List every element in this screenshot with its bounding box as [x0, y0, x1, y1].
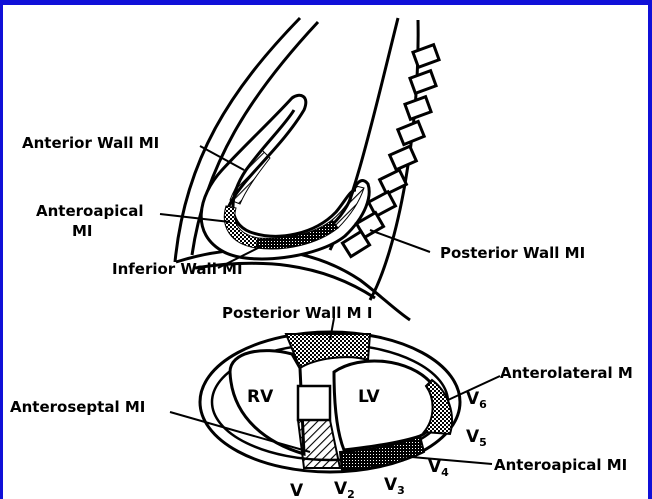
- label-anteroapical-mi-line1: Anteroapical: [36, 202, 144, 220]
- frame-left-bar: [0, 0, 3, 499]
- label-anterolateral-mi: Anterolateral M: [500, 364, 633, 382]
- label-posterior-wall-mi-lower: Posterior Wall M I: [222, 304, 372, 322]
- label-anteroapical-mi-lower: Anteroapical MI: [494, 456, 627, 474]
- leader-posterior-wall: [370, 230, 430, 252]
- label-inferior-wall-mi: Inferior Wall MI: [112, 260, 243, 278]
- lead-v6: V6: [466, 389, 487, 411]
- leader-anteroapical-lower: [400, 456, 492, 464]
- label-rv: RV: [247, 387, 274, 407]
- label-anterior-wall-mi: Anterior Wall MI: [22, 134, 159, 152]
- lead-v2: V2: [334, 479, 355, 499]
- label-anteroapical-mi-line2: MI: [72, 222, 93, 240]
- vertebra: [410, 71, 436, 94]
- transverse-view: [200, 332, 460, 472]
- lead-v3: V3: [384, 475, 405, 497]
- vertebra: [398, 121, 424, 144]
- vertebra: [405, 97, 431, 120]
- label-lv: LV: [358, 387, 380, 407]
- lead-v1: V: [290, 481, 304, 499]
- vertebra: [390, 146, 417, 170]
- lead-v5: V5: [466, 427, 487, 449]
- label-anteroseptal-mi: Anteroseptal MI: [10, 398, 145, 416]
- septum-white-segment: [298, 386, 330, 420]
- frame-right-bar: [648, 0, 652, 499]
- vertebrae: [342, 45, 439, 257]
- label-posterior-wall-mi-upper: Posterior Wall MI: [440, 244, 585, 262]
- frame-top-bar: [0, 0, 652, 5]
